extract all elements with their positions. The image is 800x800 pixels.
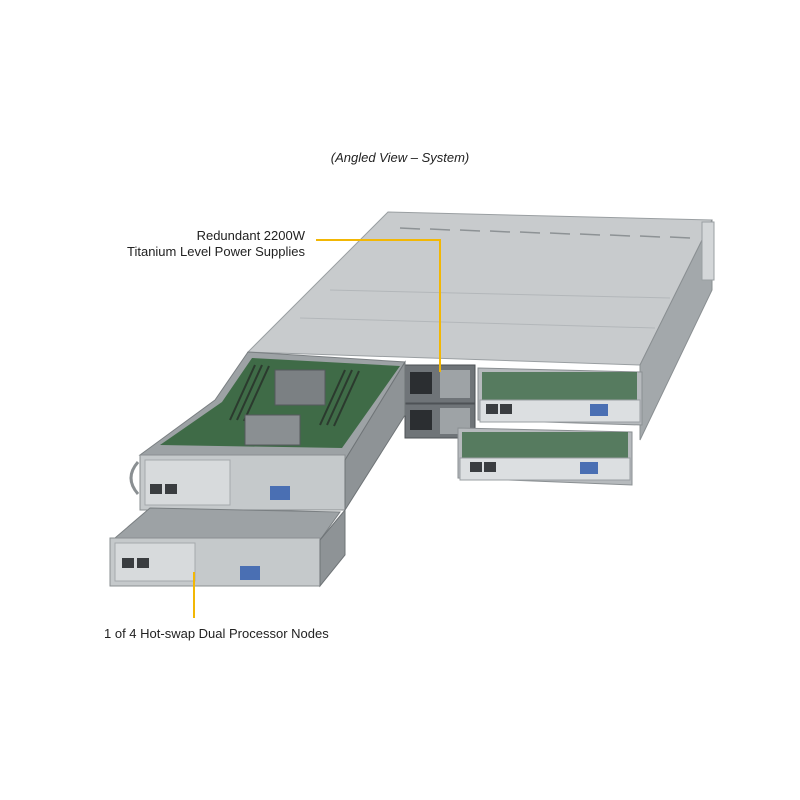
node-pulled-lower xyxy=(109,507,346,588)
node-callout-label: 1 of 4 Hot-swap Dual Processor Nodes xyxy=(104,626,329,641)
psu-callout-line-2: Titanium Level Power Supplies xyxy=(127,244,305,259)
psu-leader-line xyxy=(316,239,441,372)
view-caption: (Angled View – System) xyxy=(330,150,470,165)
psu-callout-label: Redundant 2200W Titanium Level Power Sup… xyxy=(100,228,305,260)
node-right-lower xyxy=(457,427,633,486)
node-pulled-upper xyxy=(129,351,406,512)
chassis-cover-seams xyxy=(299,289,671,329)
rack-ear xyxy=(701,221,715,281)
chassis-vents xyxy=(399,227,691,239)
chassis-top-cover xyxy=(246,211,713,366)
psu-callout-line-1: Redundant 2200W xyxy=(196,228,305,243)
node-right-upper xyxy=(477,367,643,426)
